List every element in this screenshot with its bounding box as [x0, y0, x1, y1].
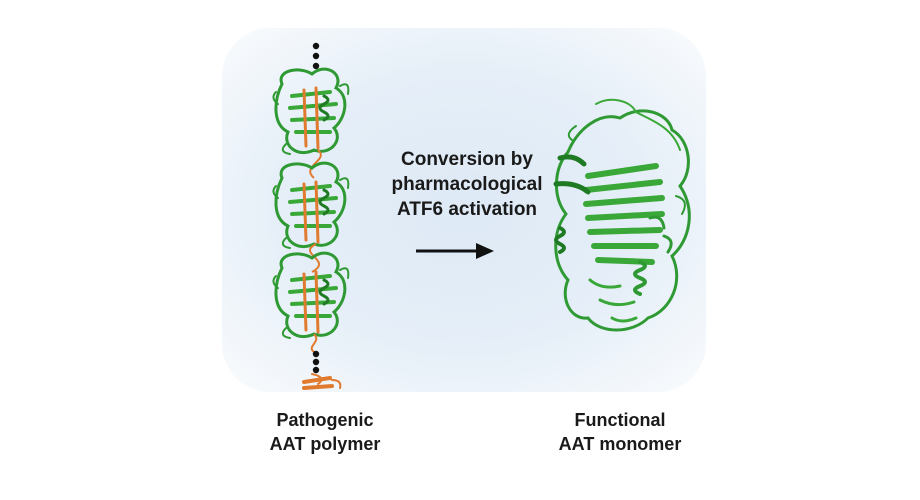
polymer-unit-3 [272, 251, 350, 339]
monomer-structure [553, 98, 691, 332]
pathogenic-label-line-1: Pathogenic [276, 410, 374, 430]
functional-monomer-label: Functional AAT monomer [545, 408, 695, 456]
continuation-dots-bottom [312, 350, 320, 374]
functional-label-line-1: Functional [574, 410, 666, 430]
conversion-label-line-1: Conversion by [401, 149, 533, 170]
terminal-strand [302, 373, 342, 390]
continuation-dots-top [312, 42, 320, 70]
functional-label-line-2: AAT monomer [558, 434, 682, 454]
linker-3 [310, 333, 318, 353]
conversion-arrow [416, 243, 494, 259]
background-panel [222, 28, 706, 392]
pathogenic-label-line-2: AAT polymer [269, 434, 381, 454]
pathogenic-polymer-label: Pathogenic AAT polymer [250, 408, 400, 456]
conversion-label: Conversion by pharmacological ATF6 activ… [362, 147, 572, 222]
polymer-unit-2 [272, 161, 350, 249]
polymer-unit-1 [272, 67, 350, 155]
linker-1 [309, 149, 322, 179]
conversion-label-line-3: ATF6 activation [396, 199, 538, 220]
conversion-label-line-2: pharmacological [391, 174, 543, 195]
